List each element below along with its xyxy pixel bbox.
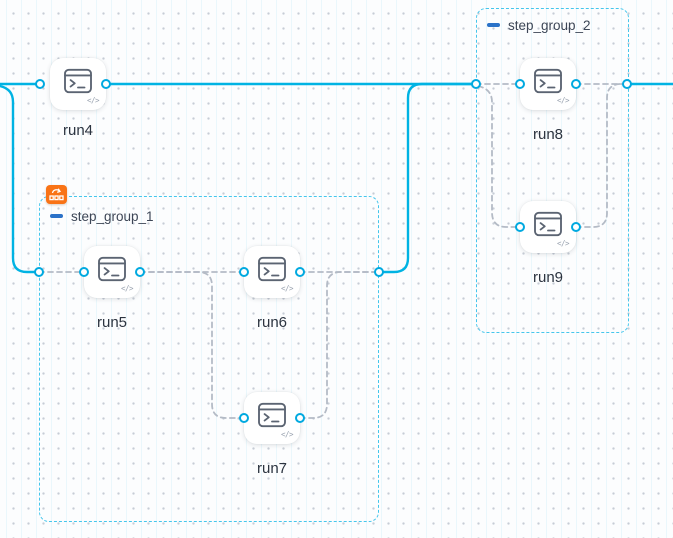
group-box-step-group-2[interactable]: step_group_2	[476, 8, 629, 333]
node-label-run9: run9	[532, 269, 564, 286]
code-icon: </>	[556, 239, 570, 248]
port-run6-in[interactable]	[238, 266, 249, 277]
port-run4-out[interactable]	[100, 78, 111, 89]
port-step-group-1-out[interactable]	[373, 266, 384, 277]
edge-input-to-step-group-1	[0, 84, 41, 274]
group-title: step_group_2	[508, 17, 591, 33]
group-box-step-group-1[interactable]: step_group_1	[39, 185, 379, 522]
edge-run9-to-group2-out	[575, 83, 628, 228]
node-run6[interactable]: </>	[244, 246, 300, 298]
node-run9[interactable]: </>	[520, 201, 576, 253]
code-icon: </>	[280, 430, 294, 439]
port-step-group-2-in[interactable]	[470, 78, 481, 89]
node-label-run5: run5	[96, 314, 128, 331]
group-title: step_group_1	[71, 208, 154, 224]
node-label-run8: run8	[532, 126, 564, 143]
port-run7-in[interactable]	[238, 412, 249, 423]
port-run5-out[interactable]	[134, 266, 145, 277]
code-icon: </>	[280, 284, 294, 293]
node-run4[interactable]: </>	[50, 58, 106, 110]
node-label-run7: run7	[256, 460, 288, 477]
edge-step-group-1-to-step-group-2	[377, 82, 478, 274]
terminal-icon	[533, 211, 563, 237]
port-run4-in[interactable]	[34, 78, 45, 89]
port-run7-out[interactable]	[294, 412, 305, 423]
edge-run5-to-run7	[139, 271, 245, 419]
terminal-icon	[63, 68, 93, 94]
terminal-icon	[257, 256, 287, 282]
edge-group2-in-to-run9	[477, 85, 521, 228]
node-run7[interactable]: </>	[244, 392, 300, 444]
node-run8[interactable]: </>	[520, 58, 576, 110]
node-run5[interactable]: </>	[84, 246, 140, 298]
code-icon: </>	[120, 284, 134, 293]
code-icon: </>	[86, 96, 100, 105]
node-label-run4: run4	[62, 122, 94, 139]
collapse-minus-icon[interactable]	[487, 23, 500, 27]
edge-run7-to-group1-out	[299, 271, 380, 419]
port-run9-in[interactable]	[514, 221, 525, 232]
port-run8-out[interactable]	[570, 78, 581, 89]
port-run8-in[interactable]	[514, 78, 525, 89]
terminal-icon	[97, 256, 127, 282]
terminal-icon	[533, 68, 563, 94]
node-label-run6: run6	[256, 314, 288, 331]
collapse-minus-icon[interactable]	[50, 214, 63, 218]
loop-icon	[46, 185, 67, 204]
port-step-group-1-in[interactable]	[33, 266, 44, 277]
code-icon: </>	[556, 96, 570, 105]
port-run9-out[interactable]	[570, 221, 581, 232]
port-run6-out[interactable]	[294, 266, 305, 277]
port-step-group-2-out[interactable]	[621, 78, 632, 89]
port-run5-in[interactable]	[78, 266, 89, 277]
terminal-icon	[257, 402, 287, 428]
